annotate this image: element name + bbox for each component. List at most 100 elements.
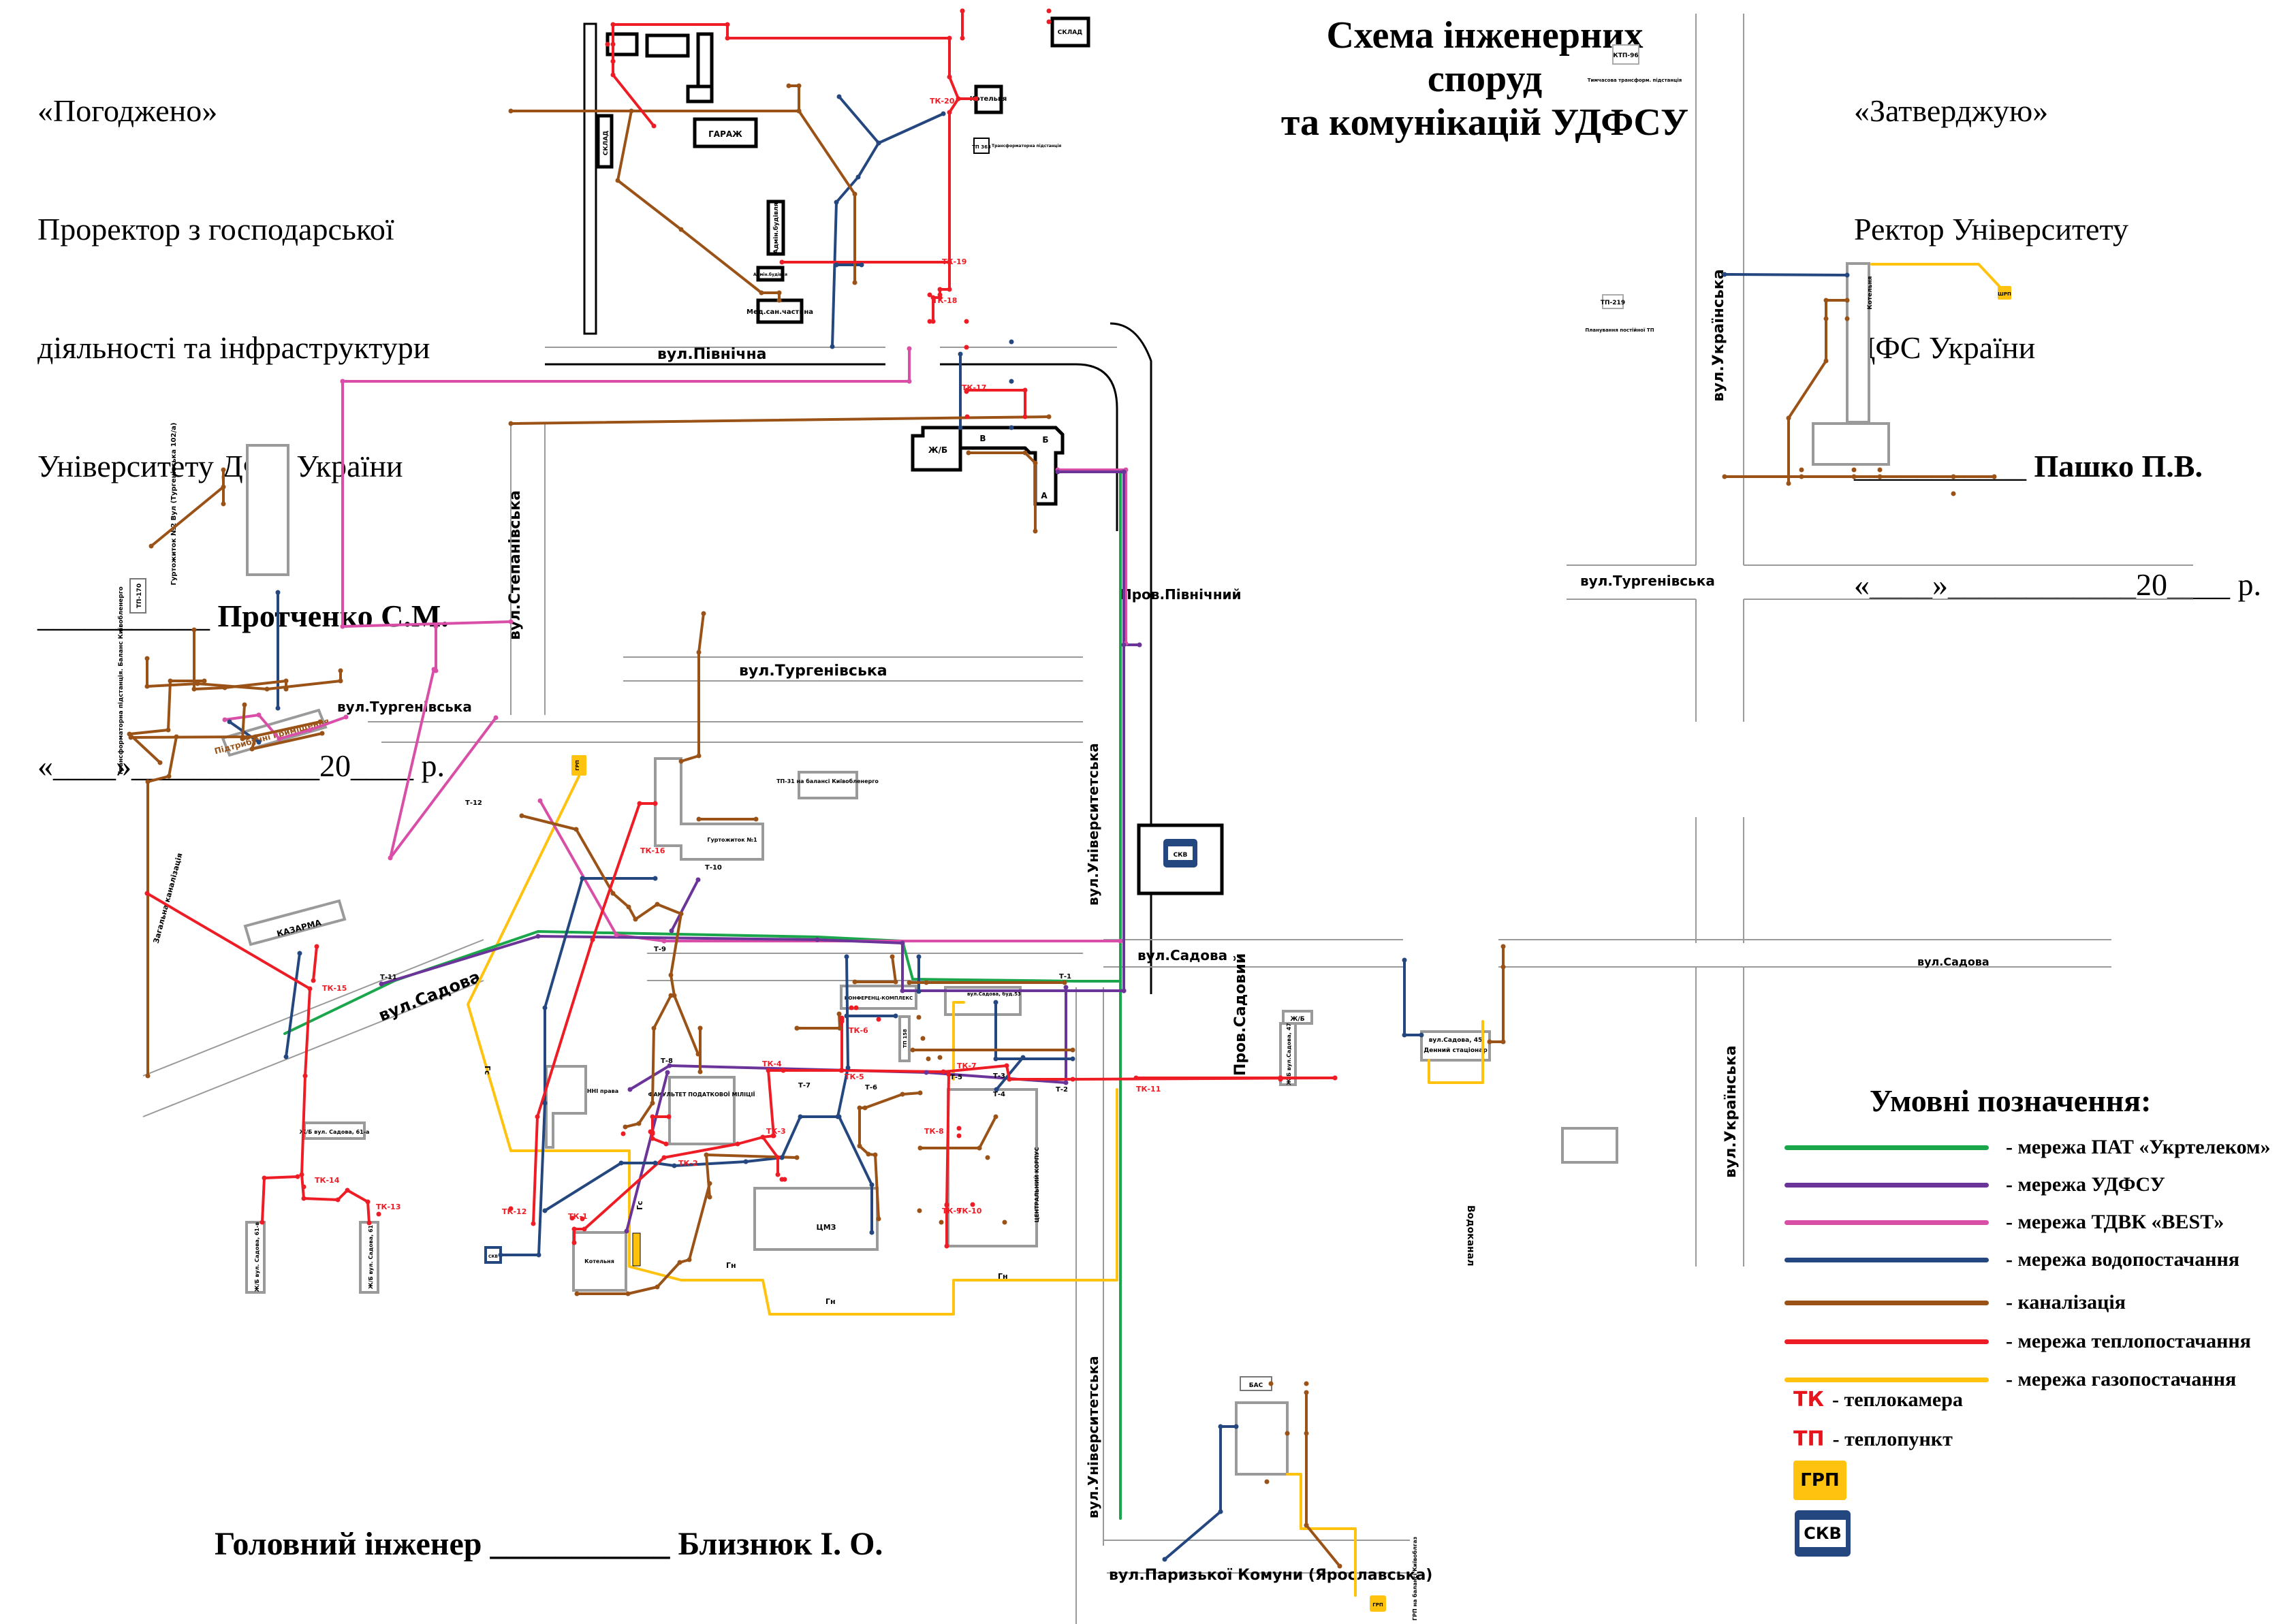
building-vodokanal (1561, 1127, 1618, 1164)
building-b-label: Б (1042, 435, 1048, 445)
sewer-node-52-1 (651, 1025, 657, 1031)
water-node-31-0 (993, 1000, 998, 1005)
sewer-node-58-5 (866, 1151, 871, 1157)
heat-node-78-5 (1070, 1077, 1075, 1082)
water-line-16 (1403, 959, 1423, 1036)
sewer-node-61-2 (677, 1260, 682, 1265)
heat-node-70-6 (937, 292, 943, 298)
udfsu-node-15-2 (1055, 469, 1060, 475)
sewer-node-56-0 (907, 980, 912, 985)
building-grp-south (1370, 1595, 1386, 1612)
udfsu-node-17-1 (695, 877, 701, 882)
tk-10-label: ТК-10 (957, 1207, 982, 1215)
water-line-9 (781, 955, 849, 1159)
legend-label-gas: - мережа газопостачання (2006, 1368, 2237, 1390)
sewer-node-58-3 (857, 1105, 862, 1111)
skv-small-label: СКВ (488, 1254, 498, 1259)
building-east-block (1812, 422, 1890, 466)
sewer-node-41-1 (1022, 450, 1028, 456)
building-fpm (668, 1076, 736, 1145)
heat-node-78-4 (1007, 1077, 1012, 1082)
sewer-line-3 (798, 110, 856, 284)
heat-node-76-3 (661, 1155, 667, 1160)
approval-left-line3: діяльності та інфраструктури (37, 330, 430, 365)
tk-19-label: ТК-19 (942, 257, 966, 266)
sewer-node-51-3 (626, 904, 631, 910)
heat-node-70-2 (937, 287, 943, 292)
sewer-node-63-7 (1264, 1479, 1270, 1484)
heat-node-72-0 (144, 891, 150, 896)
water-node-25-3 (542, 1005, 548, 1010)
building-tp31 (798, 771, 858, 799)
fence-wall (583, 22, 597, 335)
legend-skv-label: СКВ (1799, 1520, 1846, 1547)
sewer-node-58-7 (876, 1216, 881, 1222)
heat-node-72-1 (307, 986, 313, 991)
building-tp158-label: ТП 158 (902, 1029, 908, 1048)
sewer-node-57-5 (926, 1056, 931, 1062)
sewer-node-65-5 (1851, 467, 1857, 473)
sewer-node-51-5 (655, 902, 660, 907)
best-node-8-2 (508, 619, 514, 624)
tk-13-label: ТК-13 (376, 1203, 400, 1211)
building-tp158 (898, 1015, 911, 1062)
legend-swatch-ukrtelecom (1784, 1145, 1989, 1150)
sewer-node-51-7 (668, 972, 674, 978)
t-12-label: Т-12 (465, 799, 482, 807)
water-node-25-4 (580, 876, 585, 881)
sewer-node-45-2 (195, 681, 200, 686)
roads (142, 14, 2193, 1624)
building-dorm1 (654, 757, 764, 861)
building-tp31-label: ТП-31 на балансі Київобленерго (776, 778, 879, 784)
water-line-17 (1163, 1425, 1238, 1561)
approval-stamp-left: «Погоджено» Проректор з господарської ді… (37, 12, 449, 825)
legend-item-sewer: - каналізація (1784, 1289, 2126, 1316)
heat-node-70-9 (964, 319, 969, 324)
water-line-6 (285, 952, 301, 1058)
building-a-label: А (1041, 491, 1048, 500)
water-node-35-0 (1162, 1557, 1167, 1562)
sewer-node-51-1 (573, 827, 579, 832)
water-node-25-0 (498, 1252, 503, 1258)
heat-node-70-0 (947, 259, 952, 265)
sewer-line-1 (509, 84, 800, 112)
heat-node-70-7 (927, 292, 932, 298)
t-3-label: Т-3 (993, 1072, 1005, 1080)
sewer-line-8 (193, 628, 287, 690)
water-node-22-1 (275, 705, 281, 711)
sewer-node-46-2 (166, 727, 171, 733)
heat-node-77-0 (760, 1134, 766, 1140)
building-nni (545, 1065, 587, 1149)
building-shrp (1998, 286, 2011, 300)
sewer-node-55-1 (893, 979, 898, 985)
water-node-28-2 (869, 1230, 875, 1235)
water-node-27-0 (779, 1155, 785, 1160)
heat-node-70-1 (947, 287, 952, 292)
udfsu-node-18-0 (665, 1070, 670, 1075)
title-line3: та комунікацій УДФСУ (1280, 101, 1689, 144)
sewer-node-38-5 (776, 298, 782, 303)
udfsu-node-13-2 (815, 937, 820, 942)
best-node-11-0 (537, 798, 543, 803)
udfsu-node-13-1 (535, 934, 541, 939)
water-node-21-0 (834, 262, 839, 268)
sewer-node-54-2 (836, 1011, 842, 1017)
best-node-10-0 (222, 717, 227, 722)
legend-tk-label: - теплокамера (1832, 1388, 1963, 1411)
heat-line-9 (312, 945, 318, 982)
heat-node-76-2 (582, 1226, 587, 1232)
approval-right-date: «____»____________20____ р. (1854, 567, 2261, 602)
legend-item-udfsu: - мережа УДФСУ (1784, 1171, 2165, 1198)
udfsu-node-16-1 (1137, 642, 1142, 648)
water-line-18 (1723, 273, 1849, 276)
building-tp219-label: ТП-219 (1601, 300, 1625, 306)
heat-node-76-7 (766, 1068, 771, 1073)
heat-node-71-2 (1022, 414, 1028, 419)
approval-left-line2: Проректор з господарської (37, 212, 394, 246)
sewer-node-58-1 (900, 1092, 905, 1097)
sewer-node-44-2 (222, 685, 227, 690)
water-node-33-4 (1009, 339, 1014, 345)
legend-tp-label: - теплопункт (1832, 1428, 1953, 1450)
skv-station-label: СКВ (1174, 852, 1188, 859)
approval-left-line1: «Погоджено» (37, 93, 218, 128)
